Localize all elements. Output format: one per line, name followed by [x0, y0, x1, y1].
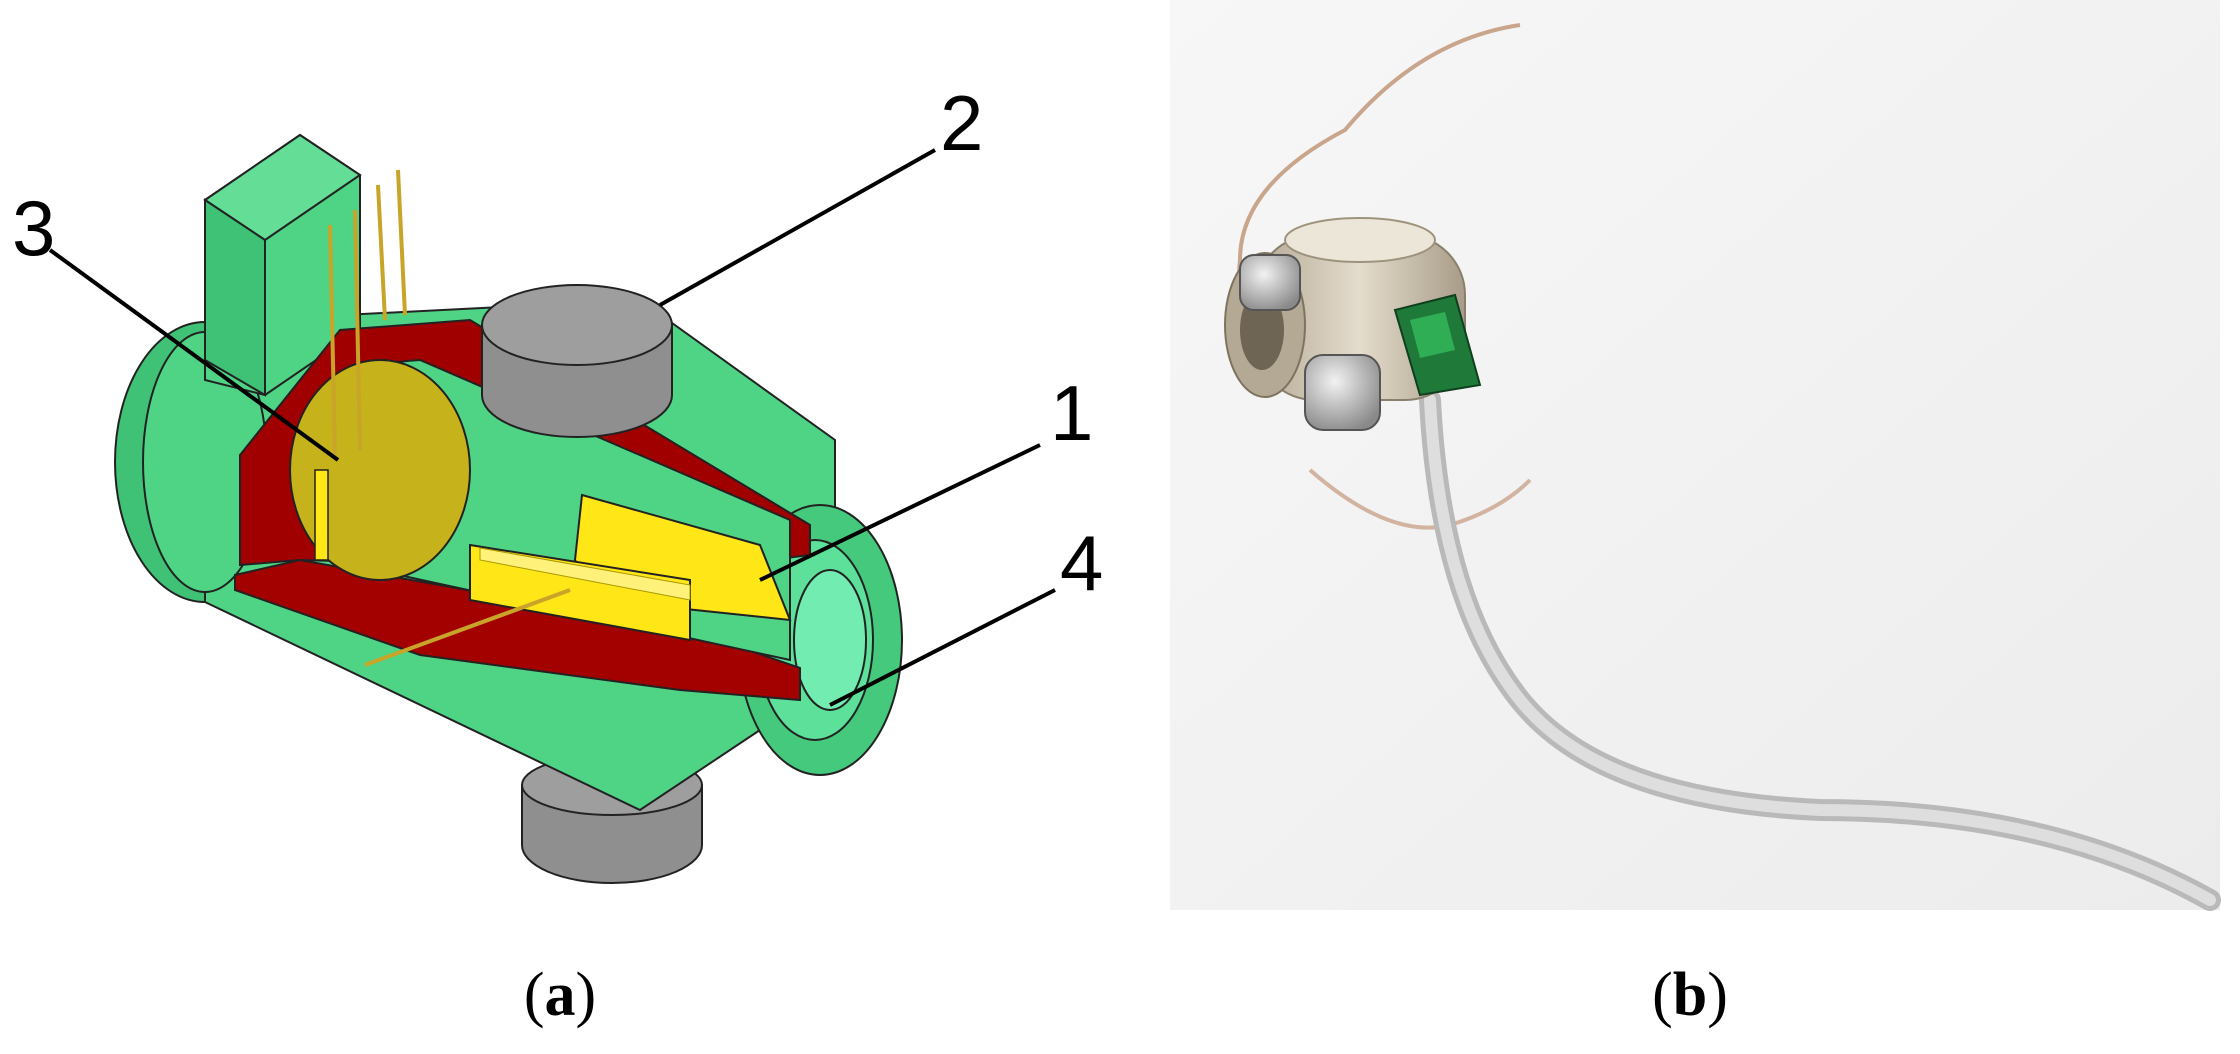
callout-labels: 2 3 1 4 [12, 79, 1103, 607]
leader-1 [759, 443, 1041, 582]
top-magnet [481, 284, 673, 438]
callout-label-3: 3 [12, 184, 55, 272]
electrode-pins [328, 169, 571, 667]
leader-4 [829, 588, 1056, 707]
sensor-body [1224, 217, 1482, 431]
photo-background [1170, 0, 2220, 910]
leader-2 [659, 148, 936, 307]
back-tab-block [203, 133, 362, 397]
callout-label-2: 2 [940, 79, 983, 167]
callout-label-1: 1 [1050, 369, 1093, 457]
callout-leaders [48, 148, 1056, 707]
caption-panel-b: (b) [1652, 961, 1728, 1029]
panel-a-cad-cutaway: 2 3 1 4 [12, 79, 1103, 884]
leader-3 [48, 248, 340, 462]
caption-panel-a: (a) [523, 961, 597, 1029]
panel-b-photo [1170, 0, 2221, 911]
callout-label-4: 4 [1060, 519, 1103, 607]
